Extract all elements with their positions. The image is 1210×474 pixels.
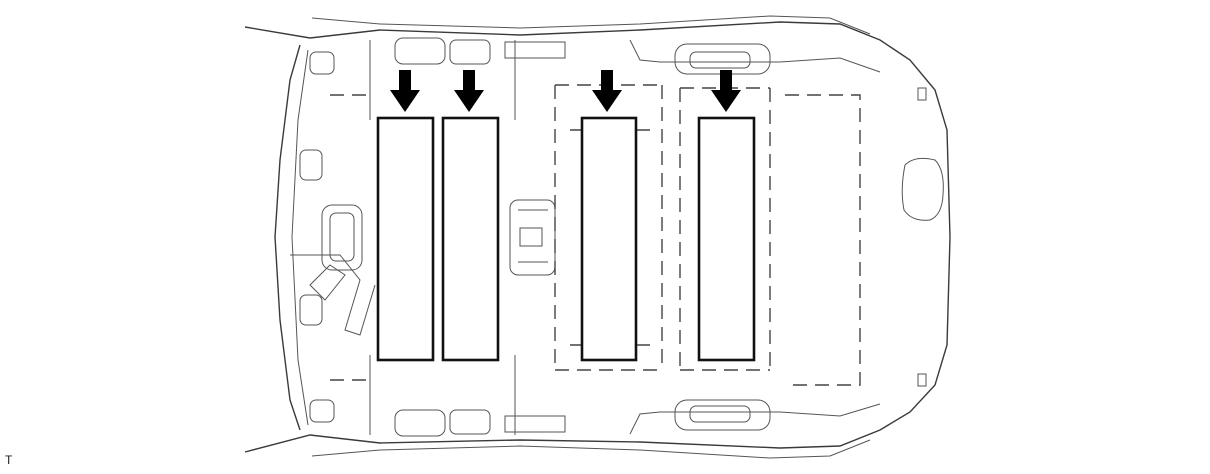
down-arrow-icon xyxy=(390,70,420,112)
dome-light xyxy=(509,199,556,276)
down-arrows xyxy=(390,70,741,112)
headliner-outline xyxy=(244,15,951,459)
spacer-board-2 xyxy=(441,116,500,362)
spacer-board-4 xyxy=(697,116,756,362)
spacer-board-1 xyxy=(376,116,435,362)
down-arrow-icon xyxy=(711,70,741,112)
rail-group xyxy=(394,37,927,437)
rear-opening xyxy=(901,157,944,221)
dashed-guides xyxy=(330,84,861,386)
down-arrow-icon xyxy=(454,70,484,112)
down-arrow-icon xyxy=(592,70,622,112)
spacer-boards xyxy=(376,116,756,362)
clip-group-left xyxy=(290,51,376,423)
spacer-board-3 xyxy=(580,116,638,362)
corner-tag: T xyxy=(5,453,13,467)
